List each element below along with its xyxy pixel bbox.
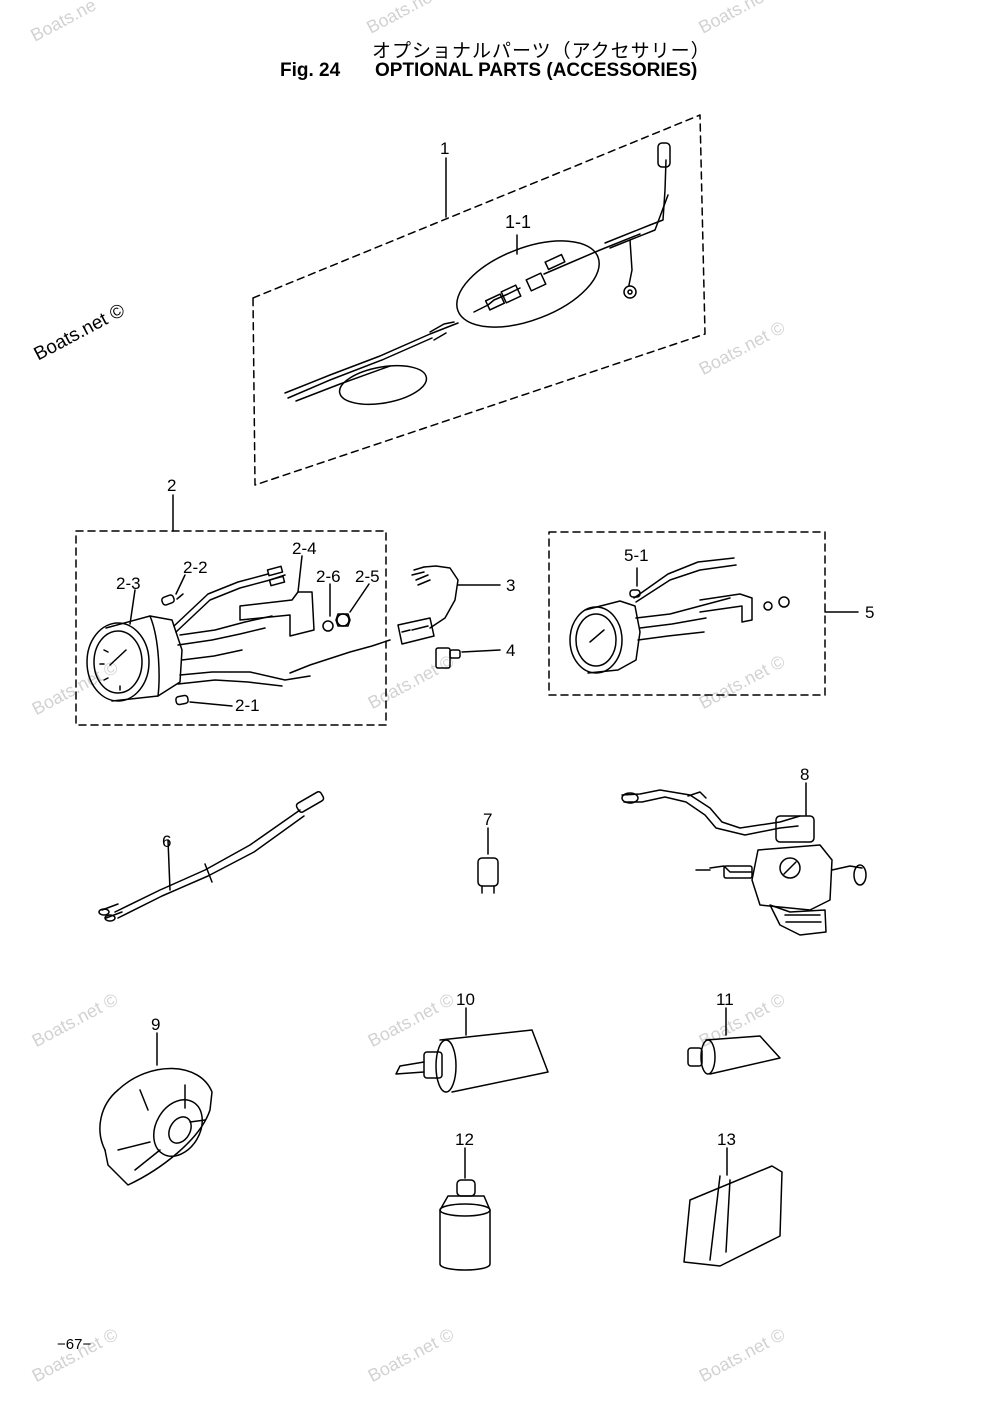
figure-title: OPTIONAL PARTS (ACCESSORIES)	[375, 60, 698, 81]
callout-13: 13	[717, 1130, 736, 1149]
part-10-tube	[395, 1007, 549, 1093]
callout-5: 5	[865, 603, 875, 622]
page-number: −67−	[57, 1336, 92, 1353]
part-12-bottle	[439, 1147, 491, 1271]
callout-2-6: 2-6	[316, 567, 341, 586]
callout-2-5: 2-5	[355, 567, 380, 586]
part-13-pack	[683, 1147, 783, 1267]
part-4-connector	[435, 647, 501, 669]
callout-10: 10	[456, 990, 475, 1009]
callout-4: 4	[506, 641, 516, 660]
callout-2-2: 2-2	[183, 558, 208, 577]
callout-2-4: 2-4	[292, 539, 317, 558]
figure-number: Fig. 24	[280, 60, 341, 81]
part-1-harness	[252, 114, 706, 486]
part-9-anode	[99, 1032, 213, 1186]
part-3-cord	[289, 565, 501, 674]
callout-1: 1	[440, 139, 450, 158]
callout-9: 9	[151, 1015, 161, 1034]
part-5-gauge	[548, 531, 859, 696]
callout-6: 6	[162, 832, 172, 851]
part-2-kit-box	[75, 530, 387, 726]
callout-11: 11	[716, 990, 734, 1009]
part-5-kit-box	[548, 531, 826, 696]
callout-7: 7	[483, 810, 493, 829]
part-6-cord	[98, 791, 325, 922]
part-2-tachometer	[75, 494, 387, 726]
callout-2-1: 2-1	[235, 696, 260, 715]
callout-5-1: 5-1	[624, 546, 649, 565]
part-11-tube	[687, 1007, 781, 1075]
callout-12: 12	[455, 1130, 474, 1149]
part-8-unit	[621, 782, 867, 936]
callout-2: 2	[167, 476, 177, 495]
part-7-fitting	[477, 827, 499, 894]
callout-3: 3	[506, 576, 516, 595]
callout-8: 8	[800, 765, 810, 784]
callout-1-1: 1-1	[505, 212, 532, 232]
part-1-kit-box	[252, 114, 706, 486]
part-1-1-detail-ellipse	[456, 240, 600, 328]
title-japanese: オプショナルパーツ（アクセサリー）	[372, 40, 711, 62]
callout-2-3: 2-3	[116, 574, 141, 593]
